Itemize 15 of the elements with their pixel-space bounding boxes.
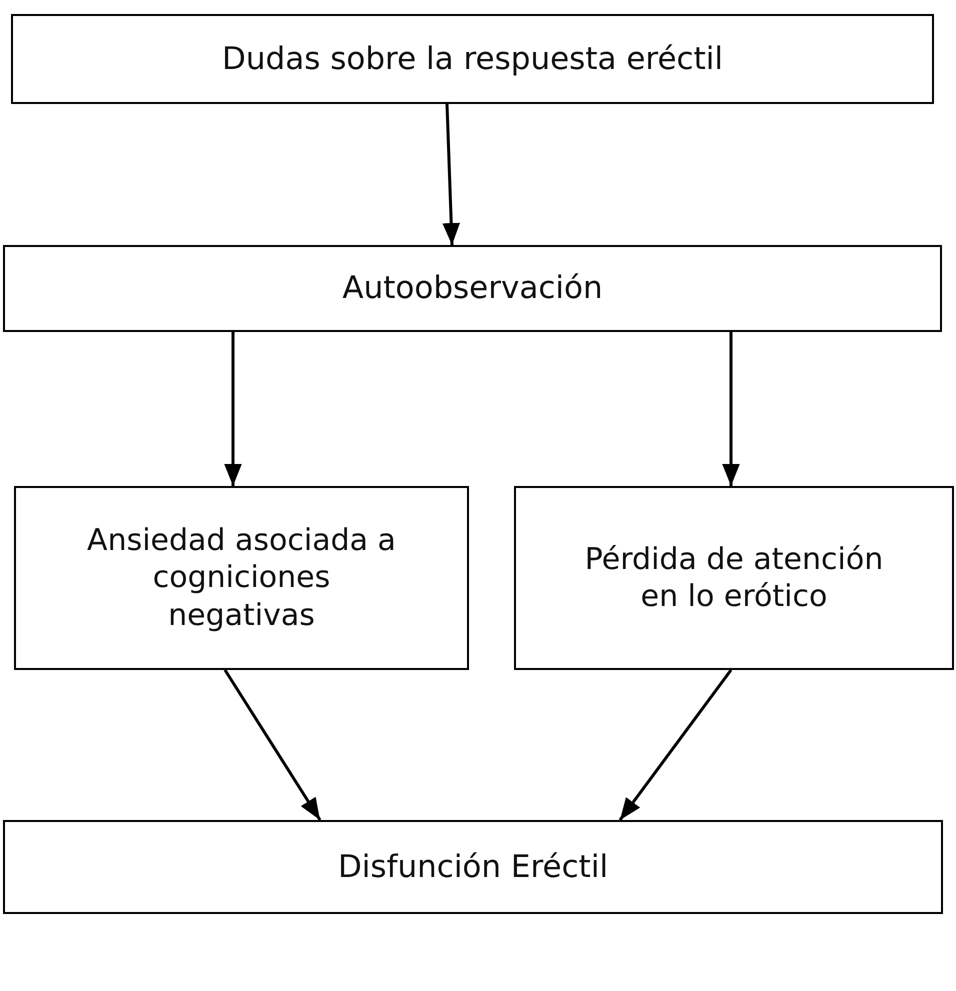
arrow xyxy=(618,669,732,821)
process-box xyxy=(14,486,469,670)
arrow xyxy=(442,104,460,246)
process-box xyxy=(514,486,954,670)
box-label: Pérdida de atención en lo erótico xyxy=(584,540,884,616)
box-label: Disfunción Eréctil xyxy=(336,848,610,886)
box-label: Dudas sobre la respuesta eréctil xyxy=(221,40,724,78)
arrow xyxy=(224,669,322,821)
box-label: Autoobservación xyxy=(341,269,604,308)
process-box xyxy=(3,245,942,332)
process-box xyxy=(3,820,943,914)
box-label: Ansiedad asociada a cogniciones negativas xyxy=(86,522,397,634)
process-box xyxy=(11,14,934,104)
arrow xyxy=(224,332,242,486)
arrow xyxy=(722,332,740,486)
